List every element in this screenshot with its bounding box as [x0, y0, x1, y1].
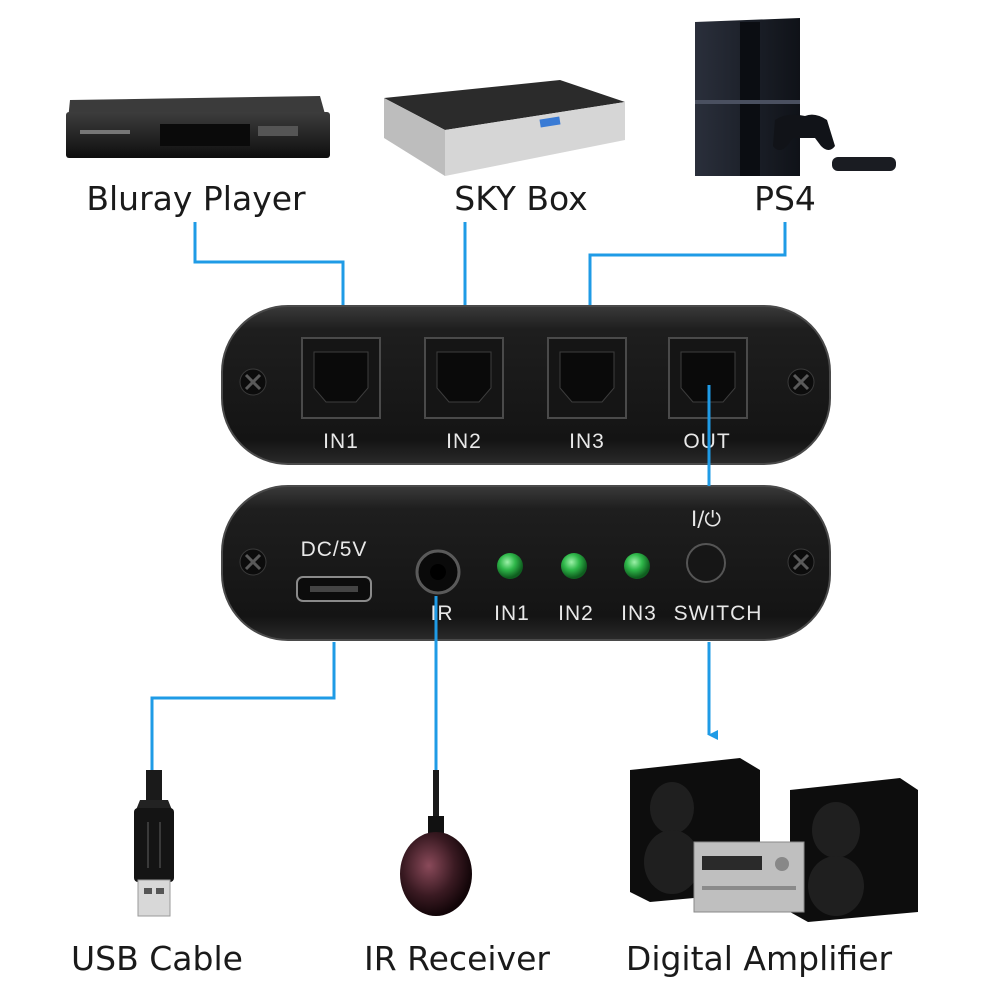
led-in3-label: IN3: [621, 602, 657, 625]
optical-port-in3: [547, 337, 627, 419]
sky-box-image: [384, 80, 625, 176]
switch-button: [686, 543, 726, 583]
led-in1: [497, 553, 523, 579]
ps4-image: [695, 18, 896, 176]
led-in1-label: IN1: [494, 602, 530, 625]
top-panel: [221, 305, 831, 465]
screw-icon: [787, 548, 815, 576]
top-in2-label: IN2: [446, 430, 482, 453]
sky-label-text: SKY Box: [454, 179, 587, 218]
usb-label-text: USB Cable: [71, 939, 243, 978]
top-out-label: OUT: [683, 430, 730, 453]
top-in1-label: IN1: [323, 430, 359, 453]
arrow-bluray-to-in1: [193, 222, 352, 350]
bottom-panel: [221, 485, 831, 641]
switch-label: SWITCH: [674, 602, 763, 625]
led-in2-label: IN2: [558, 602, 594, 625]
dc-label: DC/5V: [301, 538, 368, 561]
screw-icon: [239, 548, 267, 576]
screw-icon: [239, 368, 267, 396]
optical-port-in1: [301, 337, 381, 419]
arrow-ps4-to-in3: [588, 222, 787, 350]
top-in3-label: IN3: [569, 430, 605, 453]
optical-port-in2: [424, 337, 504, 419]
usb-cable-image: [134, 770, 174, 917]
screw-icon: [787, 368, 815, 396]
bluray-player-image: [66, 96, 330, 158]
ps4-label-text: PS4: [754, 179, 816, 218]
line-usb: [150, 642, 336, 790]
output-arrows: [150, 385, 718, 790]
led-in2: [561, 553, 587, 579]
bluray-label-text: Bluray Player: [86, 179, 306, 218]
led-in3: [624, 553, 650, 579]
ir-label: IR: [431, 602, 454, 625]
ir-receiver-label-text: IR Receiver: [364, 939, 550, 978]
power-label: I/⏻: [691, 507, 721, 531]
amplifier-label-text: Digital Amplifier: [626, 939, 893, 978]
ir-receiver-image: [400, 770, 472, 916]
digital-amplifier-image: [630, 758, 918, 922]
